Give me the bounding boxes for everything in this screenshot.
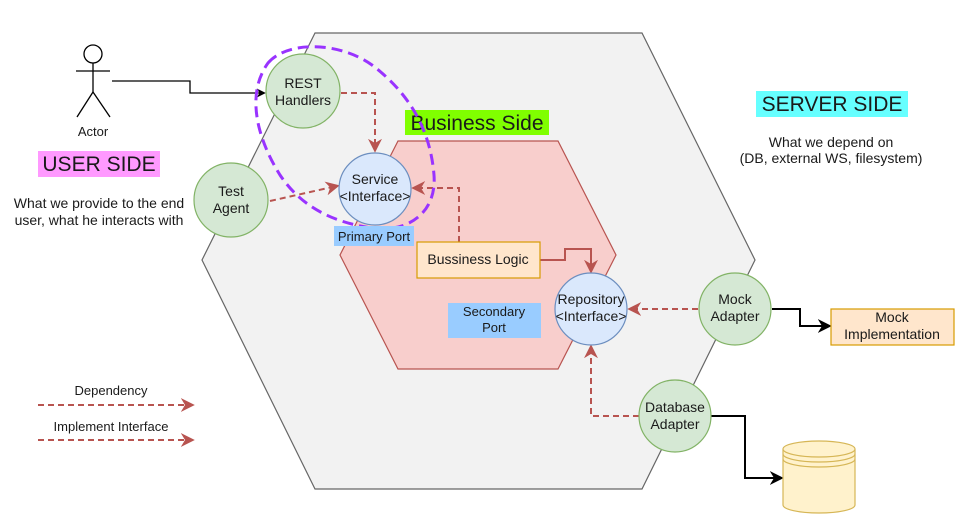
- rest-handlers-line2: Handlers: [275, 92, 331, 108]
- server-side-description-line2: (DB, external WS, filesystem): [740, 150, 923, 166]
- service-interface-node[interactable]: Service <Interface>: [338, 152, 412, 226]
- mock-adapter-line2: Adapter: [710, 308, 759, 324]
- test-agent-line2: Agent: [213, 200, 250, 216]
- rest-handlers-line1: REST: [284, 75, 322, 91]
- mock-implementation-line2: Implementation: [844, 326, 940, 342]
- arrow-mock-to-implementation: [772, 308, 832, 333]
- legend: Dependency Implement Interface: [38, 383, 195, 447]
- mock-adapter-node[interactable]: Mock Adapter: [698, 272, 772, 346]
- test-agent-line1: Test: [218, 183, 244, 199]
- database-cylinder-icon: [782, 440, 856, 514]
- business-logic-label: Bussiness Logic: [427, 251, 528, 267]
- mock-implementation-box[interactable]: Mock Implementation: [830, 308, 955, 346]
- user-side-title: USER SIDE: [42, 153, 155, 176]
- server-side-description-line1: What we depend on: [769, 134, 894, 150]
- service-interface-line2: <Interface>: [340, 188, 411, 204]
- arrow-db-to-database: [710, 415, 784, 485]
- arrow-db-implements-repository: [584, 344, 639, 417]
- mock-implementation-line1: Mock: [875, 309, 909, 325]
- database-adapter-line1: Database: [645, 399, 705, 415]
- test-agent-node[interactable]: Test Agent: [193, 162, 269, 238]
- user-side-description-line1: What we provide to the end: [14, 195, 184, 211]
- primary-port-label: Primary Port: [338, 229, 411, 244]
- mock-adapter-line1: Mock: [718, 291, 752, 307]
- database-adapter-line2: Adapter: [650, 416, 699, 432]
- arrow-logic-implements-service: [411, 181, 460, 242]
- server-side-title: SERVER SIDE: [762, 93, 903, 116]
- repository-interface-line2: <Interface>: [556, 308, 627, 324]
- actor-label: Actor: [78, 124, 109, 139]
- repository-interface-node[interactable]: Repository <Interface>: [554, 272, 628, 346]
- service-interface-line1: Service: [352, 171, 399, 187]
- legend-implement-label: Implement Interface: [54, 419, 169, 434]
- secondary-port-line2: Port: [482, 320, 506, 335]
- repository-interface-line1: Repository: [558, 291, 625, 307]
- rest-handlers-node[interactable]: REST Handlers: [265, 53, 341, 129]
- primary-port-bg: [334, 226, 414, 246]
- stick-figure-icon: [76, 44, 111, 118]
- business-side-title-bg: [405, 110, 549, 135]
- business-logic-box[interactable]: Bussiness Logic: [416, 241, 541, 279]
- arrow-actor-to-rest: [112, 80, 266, 98]
- server-side-title-bg: [756, 91, 908, 117]
- user-side-title-bg: [38, 151, 160, 177]
- secondary-port-line1: Secondary: [463, 304, 526, 319]
- arrow-logic-to-repository: [540, 248, 598, 274]
- arrow-testagent-to-service: [269, 181, 340, 202]
- database-adapter-node[interactable]: Database Adapter: [638, 379, 712, 453]
- secondary-port-bg: [448, 303, 541, 338]
- highlight-dashed-loop: [254, 45, 436, 231]
- arrow-rest-to-service: [341, 92, 382, 153]
- user-side-description-line2: user, what he interacts with: [15, 212, 184, 228]
- business-side-title: Business Side: [410, 112, 543, 135]
- legend-dependency-label: Dependency: [75, 383, 148, 398]
